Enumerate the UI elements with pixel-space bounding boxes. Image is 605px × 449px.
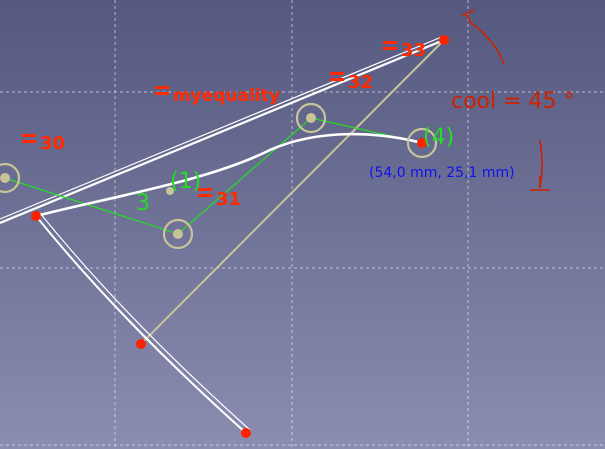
angle-dimension-label[interactable]: cool = 45 ° [451, 89, 575, 114]
pole-circle-4 [406, 127, 438, 159]
equal-sign-icon [383, 41, 397, 50]
constraint-myequality[interactable]: myequality [155, 86, 280, 106]
bspline-pole-1-label: (1) [170, 169, 201, 194]
equal-sign-icon [22, 134, 36, 143]
constraint-31[interactable]: 31 [198, 188, 241, 210]
svg-text:32: 32 [348, 72, 373, 93]
arc-double[interactable] [35, 212, 251, 434]
bspline-control-polygon[interactable] [4, 117, 423, 235]
equal-sign-icon [155, 86, 169, 95]
bspline-curve[interactable] [35, 132, 423, 218]
svg-text:myequality: myequality [173, 86, 280, 106]
bspline-degree-label: 3 [136, 191, 150, 216]
equal-sign-icon [330, 72, 344, 81]
equal-sign-icon [198, 188, 212, 197]
vertex-mid [136, 339, 146, 349]
constraint-32[interactable]: 32 [330, 72, 373, 93]
pole-circle-2 [162, 218, 194, 250]
vertex-left [31, 211, 41, 221]
bspline-pole-points[interactable] [0, 113, 316, 239]
vertex-pole-end [417, 138, 427, 148]
angle-dimension-graphic[interactable] [461, 9, 550, 191]
bspline-pole-circles[interactable] [0, 102, 438, 250]
svg-text:33: 33 [401, 40, 426, 61]
constraint-33[interactable]: 33 [383, 40, 426, 61]
constraint-30[interactable]: 30 [22, 133, 65, 154]
construction-line[interactable] [140, 39, 445, 345]
cursor-coordinates: (54,0 mm, 25,1 mm) [369, 165, 515, 181]
vertex-bottom [241, 428, 251, 438]
vertex-top [439, 35, 449, 45]
svg-text:30: 30 [40, 133, 65, 154]
bspline-pole-4-label: (4) [423, 125, 454, 150]
pole-circle-3 [295, 102, 327, 134]
svg-text:31: 31 [216, 189, 241, 210]
line-segment-double[interactable] [0, 35, 445, 225]
vertex-points[interactable] [31, 35, 449, 438]
pole-circle-0 [0, 162, 21, 194]
